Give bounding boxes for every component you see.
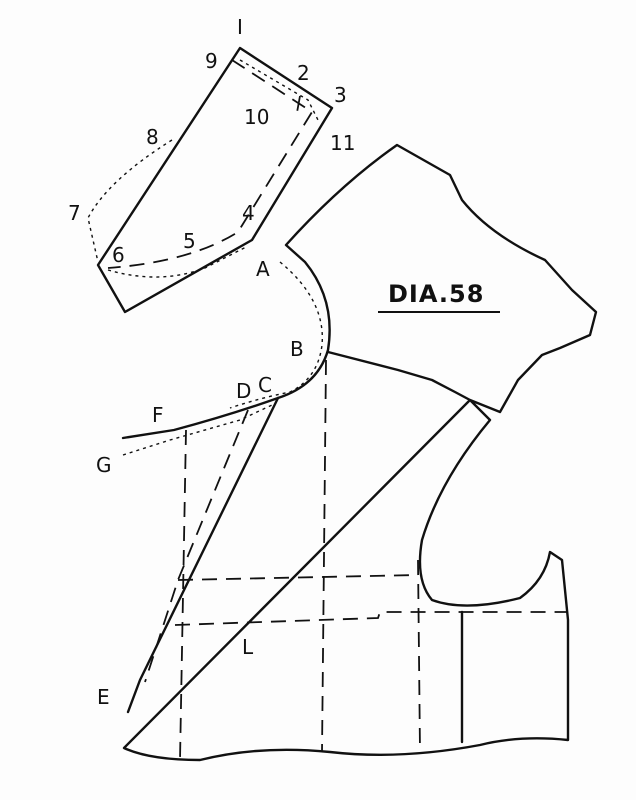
label-3: 3: [334, 83, 347, 107]
label-8: 8: [146, 125, 159, 149]
front-diagonal-dashed: [144, 409, 249, 683]
label-C: C: [258, 373, 272, 397]
armhole-dotted: [229, 261, 324, 409]
label-11: 11: [330, 131, 355, 155]
horizontal-guide-2: [174, 611, 568, 626]
label-7: 7: [68, 201, 81, 225]
label-L: L: [242, 635, 254, 659]
label-10: 10: [244, 105, 269, 129]
collar-piece-inner-dashed: [107, 59, 314, 269]
label-A: A: [256, 257, 270, 281]
label-1: I: [237, 15, 243, 39]
vertical-guide-2: [321, 359, 327, 753]
collar-piece-outline: [96, 46, 334, 314]
label-D: D: [236, 379, 251, 403]
neckline-dotted: [122, 404, 273, 456]
collar-piece-dotted-edge: [87, 59, 319, 278]
label-F: F: [152, 403, 164, 427]
label-9: 9: [205, 49, 218, 73]
front-diagonal-solid: [126, 396, 280, 714]
label-2: 2: [297, 61, 310, 85]
diagram-title: DIA.58: [388, 280, 484, 308]
horizontal-guide-1: [177, 574, 419, 581]
vertical-guide-1: [179, 429, 187, 761]
label-E: E: [97, 685, 110, 709]
label-G: G: [96, 453, 112, 477]
label-5: 5: [183, 229, 196, 253]
label-4: 4: [242, 201, 255, 225]
vertical-guide-3: [417, 559, 421, 753]
label-6: 6: [112, 243, 125, 267]
label-B: B: [290, 337, 304, 361]
collar-piece-dash-line: [295, 95, 301, 119]
